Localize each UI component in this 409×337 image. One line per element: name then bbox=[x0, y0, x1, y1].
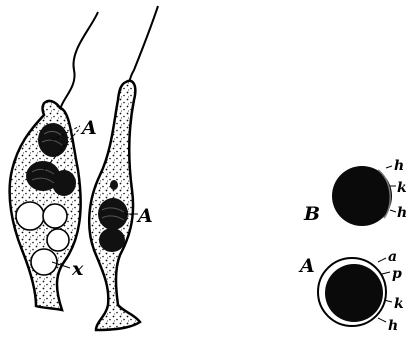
leader-line bbox=[378, 258, 386, 262]
leader-line bbox=[382, 272, 390, 274]
leader-line bbox=[390, 210, 396, 212]
left-cell bbox=[10, 12, 98, 310]
granule-b-label-h-top: h bbox=[394, 158, 404, 174]
granule-b-label-h-bottom: h bbox=[397, 205, 407, 221]
leader-line bbox=[378, 318, 386, 322]
right-cell-label-A: A bbox=[136, 205, 153, 227]
right-cell-flagellum bbox=[128, 6, 158, 88]
left-cell-label-A: A bbox=[80, 117, 97, 139]
right-cell-granule bbox=[110, 180, 118, 190]
left-cell-label-x: x bbox=[71, 258, 84, 280]
right-cell-nucleus bbox=[99, 228, 125, 252]
granule-a-label-k: k bbox=[394, 296, 404, 312]
granule-a-body bbox=[325, 264, 383, 322]
granule-a-label: A bbox=[298, 255, 315, 277]
left-cell-vacuole bbox=[16, 202, 44, 230]
granule-b-label: B bbox=[303, 203, 320, 225]
left-cell-vacuole bbox=[43, 204, 67, 228]
granule-b-label-k: k bbox=[397, 180, 407, 196]
granule-a-label-a: a bbox=[388, 249, 397, 265]
granule-a-label-p: p bbox=[392, 266, 402, 282]
right-cell-nucleus bbox=[98, 198, 128, 230]
left-cell-vacuole bbox=[47, 229, 69, 251]
left-cell-flagellum bbox=[60, 12, 98, 112]
left-cell-nucleus bbox=[52, 170, 76, 196]
right-cell bbox=[89, 6, 158, 330]
leader-line bbox=[386, 166, 392, 168]
granule-a bbox=[318, 258, 392, 326]
granule-b bbox=[332, 166, 396, 226]
granule-a-label-h: h bbox=[388, 318, 398, 334]
